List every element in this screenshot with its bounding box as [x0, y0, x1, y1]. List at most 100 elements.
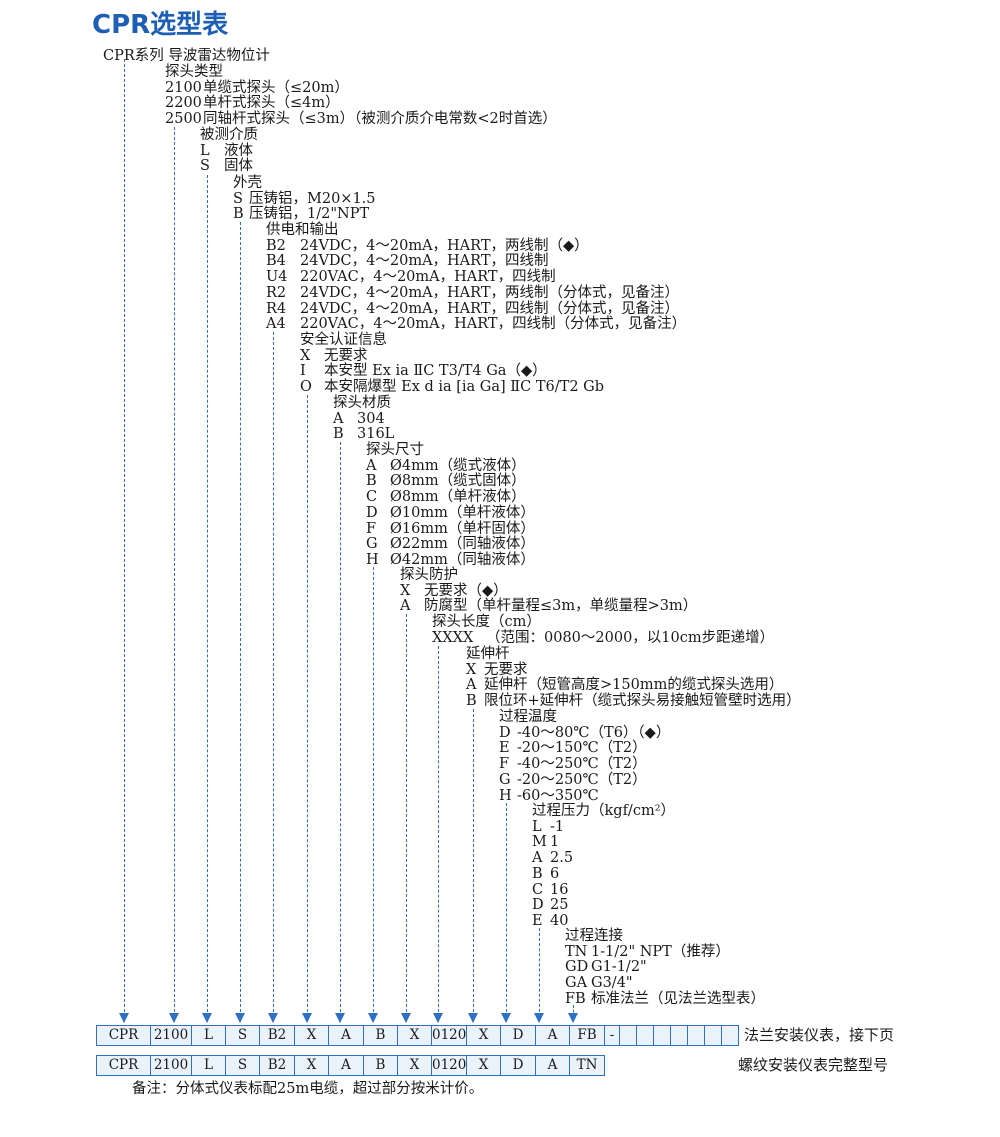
option-code: C: [366, 489, 378, 506]
option-row-probe-length: XXXX（范围：0080～2000，以10cm步距递增）: [432, 630, 774, 646]
option-description: Ø22mm（同轴液体）: [390, 536, 535, 553]
option-row-process-temperature: G-20～250℃（T2）: [499, 772, 647, 788]
option-description: 304: [357, 410, 385, 427]
option-description: -1: [550, 818, 565, 835]
option-description: 16: [550, 881, 569, 898]
option-code: A: [333, 410, 344, 427]
code-cell: L: [191, 1055, 226, 1076]
option-row-probe-material: A 304: [333, 411, 385, 427]
option-code: D: [366, 504, 378, 521]
option-description: 220VAC，4～20mA，HART，四线制（分体式，见备注）: [300, 316, 687, 333]
option-code: TN: [565, 943, 588, 960]
option-row-probe-size: H Ø42mm（同轴液体）: [366, 552, 535, 568]
option-code: FB: [565, 990, 586, 1007]
option-description: Ø10mm（单杆液体）: [390, 504, 535, 521]
option-row-process-pressure: D 25: [532, 897, 568, 913]
option-code: A: [366, 457, 377, 474]
code-cell: B: [363, 1025, 398, 1046]
option-row-process-connection: FB 标准法兰（见法兰选型表）: [565, 991, 765, 1007]
option-description: Ø42mm（同轴液体）: [390, 551, 535, 568]
option-row-probe-type: 2200单杆式探头（≤4m）: [165, 95, 340, 111]
guide-arrow: [268, 332, 278, 1023]
option-description: G3/4": [591, 975, 633, 992]
option-description: 6: [550, 865, 560, 882]
option-code: F: [499, 756, 510, 773]
option-description: 无要求: [484, 661, 528, 678]
code-cell: -: [604, 1025, 620, 1046]
guide-arrow: [119, 59, 129, 1023]
guide-arrow: [302, 395, 312, 1023]
option-description: -60～350℃: [517, 787, 599, 804]
option-description: Ø4mm（缆式液体）: [390, 457, 526, 474]
option-row-probe-type: 2100单缆式探头（≤20m）: [165, 80, 349, 96]
option-description: -40～250℃（T2）: [517, 756, 647, 773]
guide-arrow: [235, 222, 245, 1023]
option-description: 2.5: [550, 850, 574, 867]
guide-arrow: [501, 803, 511, 1023]
option-code: 2200: [165, 95, 202, 112]
option-code: XXXX: [432, 629, 474, 646]
option-code: L: [532, 818, 542, 835]
option-description: 1: [550, 834, 560, 851]
option-description: 本安隔爆型 Ex d ia [ia Ga] ⅡC T6/T2 Gb: [324, 379, 605, 396]
code-cell: [704, 1025, 722, 1046]
option-row-probe-size: D Ø10mm（单杆液体）: [366, 505, 535, 521]
option-row-process-pressure: L -1: [532, 819, 564, 835]
option-code: D: [532, 897, 544, 914]
option-code: B: [233, 206, 244, 223]
guide-arrow: [534, 928, 544, 1023]
option-description: 单缆式探头（≤20m）: [203, 79, 349, 96]
option-description: 220VAC，4～20mA，HART，四线制: [300, 269, 556, 286]
guide-arrow: [401, 614, 411, 1023]
option-code: E: [499, 740, 510, 757]
option-code: F: [366, 520, 377, 537]
option-description: 24VDC，4～20mA，HART，两线制（分体式，见备注）: [300, 284, 679, 301]
section-title-certification: 安全认证信息: [300, 332, 387, 348]
section-title-extension-rod: 延伸杆: [466, 646, 510, 662]
code-cell: 2100: [150, 1025, 192, 1046]
code-cell: X: [466, 1055, 501, 1076]
option-row-probe-type: 2500同轴杆式探头（≤3m）（被测介质介电常数<2时首选）: [165, 111, 557, 127]
option-description: 压铸铝，M20×1.5: [249, 190, 376, 207]
option-code: X: [400, 582, 411, 599]
code-cell: S: [225, 1025, 260, 1046]
option-code: S: [233, 190, 243, 207]
code-cell: L: [191, 1025, 226, 1046]
option-description: 液体: [224, 142, 253, 159]
option-row-process-temperature: E-20～150℃（T2）: [499, 740, 647, 756]
option-code: R4: [266, 300, 287, 317]
option-code: B: [466, 693, 477, 710]
option-description: 25: [550, 897, 569, 914]
code-cell: D: [500, 1055, 536, 1076]
code-cell: [619, 1025, 637, 1046]
code-cell: A: [328, 1025, 364, 1046]
option-description: 标准法兰（见法兰选型表）: [591, 990, 765, 1007]
option-code: B4: [266, 253, 286, 270]
option-description: G1-1/2": [591, 959, 647, 976]
flange-example-label: 法兰安装仪表，接下页: [744, 1026, 895, 1044]
code-cell: FB: [569, 1025, 605, 1046]
section-title-process-pressure: 过程压力（kgf/cm²）: [532, 803, 676, 819]
option-code: H: [366, 551, 379, 568]
option-description: 延伸杆（短管高度>150mm的缆式探头选用）: [484, 677, 784, 694]
option-description: 无要求: [324, 347, 368, 364]
code-cell: 2100: [150, 1055, 192, 1076]
code-cell: S: [225, 1055, 260, 1076]
